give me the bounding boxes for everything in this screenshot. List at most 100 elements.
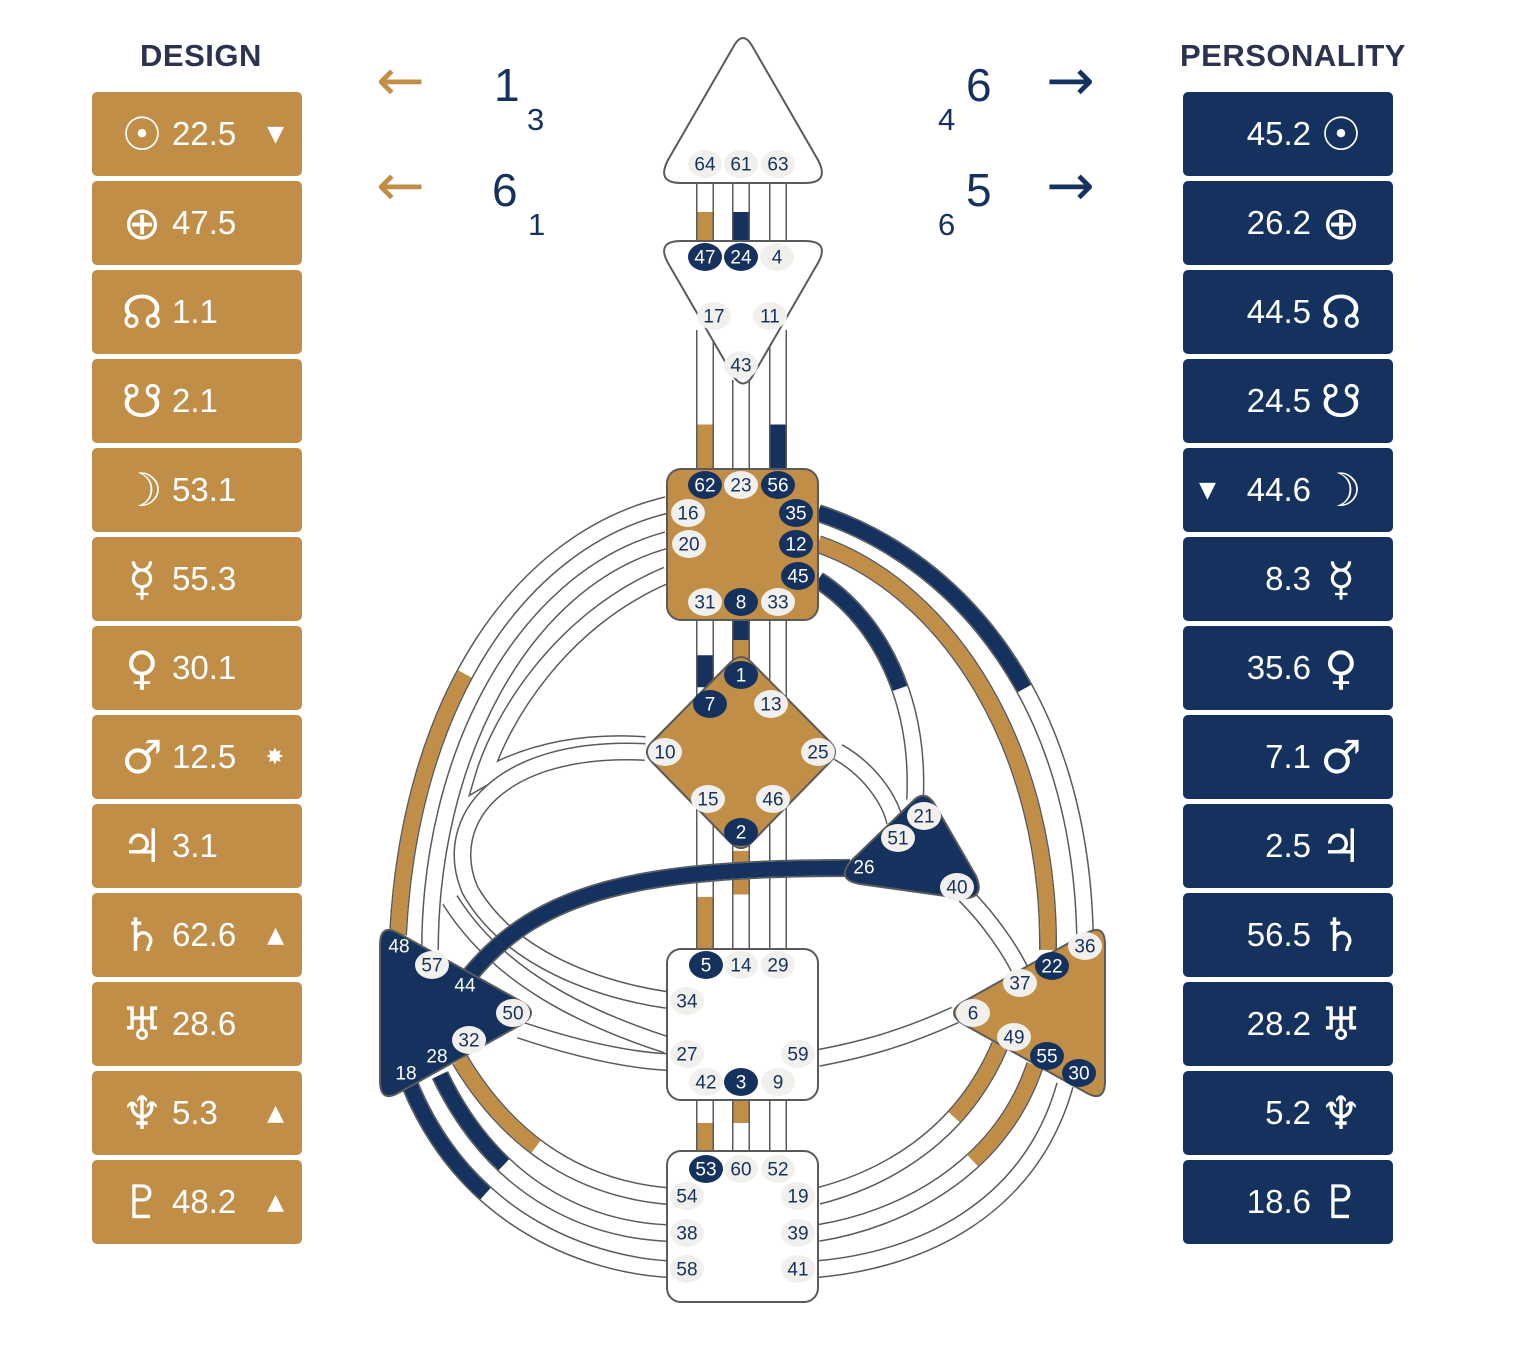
planet-row-pluto[interactable]: ♇48.2▲ <box>92 1160 302 1244</box>
gate-64[interactable]: 64 <box>688 150 722 178</box>
gate-10[interactable]: 10 <box>648 738 682 766</box>
gate-19[interactable]: 19 <box>781 1182 815 1210</box>
head-center[interactable] <box>663 37 823 184</box>
planet-row-neptune[interactable]: 5.2♆ <box>1183 1071 1393 1155</box>
gate-13[interactable]: 13 <box>754 690 788 718</box>
planet-row-jupiter[interactable]: ♃3.1 <box>92 804 302 888</box>
planet-row-saturn[interactable]: ♄62.6▲ <box>92 893 302 977</box>
gate-34[interactable]: 34 <box>670 987 704 1015</box>
gate-8[interactable]: 8 <box>724 588 758 616</box>
gate-16[interactable]: 16 <box>671 499 705 527</box>
planet-row-saturn[interactable]: 56.5♄ <box>1183 893 1393 977</box>
gate-62[interactable]: 62 <box>688 471 722 499</box>
gate-60[interactable]: 60 <box>724 1155 758 1183</box>
channel[interactable] <box>442 895 670 1054</box>
gate-31[interactable]: 31 <box>688 588 722 616</box>
gate-3[interactable]: 3 <box>724 1068 758 1096</box>
planet-row-sun[interactable]: 45.2☉ <box>1183 92 1393 176</box>
gate-53[interactable]: 53 <box>689 1155 723 1183</box>
gate-44[interactable]: 44 <box>454 976 476 997</box>
channel[interactable] <box>389 496 670 936</box>
planet-row-jupiter[interactable]: 2.5♃ <box>1183 804 1393 888</box>
channel[interactable] <box>463 859 851 981</box>
gate-51[interactable]: 51 <box>881 824 915 852</box>
gate-36[interactable]: 36 <box>1068 932 1102 960</box>
channel[interactable] <box>813 572 925 801</box>
gate-61[interactable]: 61 <box>724 150 758 178</box>
channel[interactable] <box>958 888 1029 975</box>
gate-27[interactable]: 27 <box>670 1040 704 1068</box>
gate-6[interactable]: 6 <box>956 999 990 1027</box>
gate-45[interactable]: 45 <box>781 562 815 590</box>
gate-50[interactable]: 50 <box>496 999 530 1027</box>
gate-49[interactable]: 49 <box>997 1023 1031 1051</box>
gate-48[interactable]: 48 <box>388 937 409 958</box>
gate-42[interactable]: 42 <box>689 1068 723 1096</box>
gate-24[interactable]: 24 <box>724 243 758 271</box>
gate-30[interactable]: 30 <box>1062 1059 1096 1087</box>
planet-row-north-node[interactable]: 44.5☊ <box>1183 270 1393 354</box>
gate-14[interactable]: 14 <box>724 951 758 979</box>
planet-row-earth[interactable]: 26.2⊕ <box>1183 181 1393 265</box>
gate-35[interactable]: 35 <box>779 499 813 527</box>
planet-row-south-node[interactable]: 24.5☋ <box>1183 359 1393 443</box>
planet-row-uranus[interactable]: ♅28.6 <box>92 982 302 1066</box>
gate-29[interactable]: 29 <box>761 951 795 979</box>
throat-center[interactable] <box>666 468 819 621</box>
gate-38[interactable]: 38 <box>670 1219 704 1247</box>
channel[interactable] <box>816 1062 1044 1242</box>
gate-2[interactable]: 2 <box>724 818 758 846</box>
gate-47[interactable]: 47 <box>688 243 722 271</box>
planet-row-venus[interactable]: 35.6♀ <box>1183 626 1393 710</box>
planet-row-moon[interactable]: ☽53.1 <box>92 448 302 532</box>
gate-28[interactable]: 28 <box>426 1047 447 1068</box>
gate-25[interactable]: 25 <box>801 738 835 766</box>
gate-58[interactable]: 58 <box>670 1255 704 1283</box>
planet-row-earth[interactable]: ⊕47.5 <box>92 181 302 265</box>
channel[interactable] <box>815 535 1058 951</box>
channel[interactable] <box>453 742 669 1009</box>
planet-row-mercury[interactable]: ☿55.3 <box>92 537 302 621</box>
gate-20[interactable]: 20 <box>672 530 706 558</box>
gate-41[interactable]: 41 <box>781 1255 815 1283</box>
planet-row-uranus[interactable]: 28.2♅ <box>1183 982 1393 1066</box>
gate-5[interactable]: 5 <box>689 951 723 979</box>
planet-row-south-node[interactable]: ☋2.1 <box>92 359 302 443</box>
gate-59[interactable]: 59 <box>781 1040 815 1068</box>
planet-row-sun[interactable]: ☉22.5▼ <box>92 92 302 176</box>
planet-row-mercury[interactable]: 8.3☿ <box>1183 537 1393 621</box>
gate-37[interactable]: 37 <box>1003 969 1037 997</box>
channel[interactable] <box>833 744 904 825</box>
gate-55[interactable]: 55 <box>1030 1042 1064 1070</box>
planet-row-north-node[interactable]: ☊1.1 <box>92 270 302 354</box>
gate-63[interactable]: 63 <box>761 150 795 178</box>
gate-26[interactable]: 26 <box>853 858 874 879</box>
gate-46[interactable]: 46 <box>756 785 790 813</box>
channel[interactable] <box>401 1081 668 1278</box>
heart-center[interactable] <box>843 794 980 900</box>
gate-18[interactable]: 18 <box>395 1064 416 1085</box>
gate-52[interactable]: 52 <box>761 1155 795 1183</box>
planet-row-neptune[interactable]: ♆5.3▲ <box>92 1071 302 1155</box>
gate-21[interactable]: 21 <box>907 802 941 830</box>
channel[interactable] <box>517 1021 668 1071</box>
gate-23[interactable]: 23 <box>724 471 758 499</box>
gate-7[interactable]: 7 <box>693 690 727 718</box>
channel[interactable] <box>816 1006 959 1067</box>
planet-row-moon[interactable]: 44.6☽▼ <box>1183 448 1393 532</box>
planet-row-mars[interactable]: ♂12.5✸ <box>92 715 302 799</box>
channel[interactable] <box>815 504 1094 936</box>
sacral-center[interactable] <box>666 948 819 1101</box>
root-center[interactable] <box>666 1150 819 1303</box>
gate-32[interactable]: 32 <box>452 1026 486 1054</box>
gate-43[interactable]: 43 <box>724 351 758 379</box>
gate-22[interactable]: 22 <box>1035 952 1069 980</box>
gate-39[interactable]: 39 <box>781 1219 815 1247</box>
planet-row-pluto[interactable]: 18.6♇ <box>1183 1160 1393 1244</box>
gate-57[interactable]: 57 <box>415 951 449 979</box>
planet-row-venus[interactable]: ♀30.1 <box>92 626 302 710</box>
gate-54[interactable]: 54 <box>670 1182 704 1210</box>
ajna-center[interactable] <box>663 240 823 385</box>
gate-4[interactable]: 4 <box>760 243 794 271</box>
gate-1[interactable]: 1 <box>724 661 758 689</box>
